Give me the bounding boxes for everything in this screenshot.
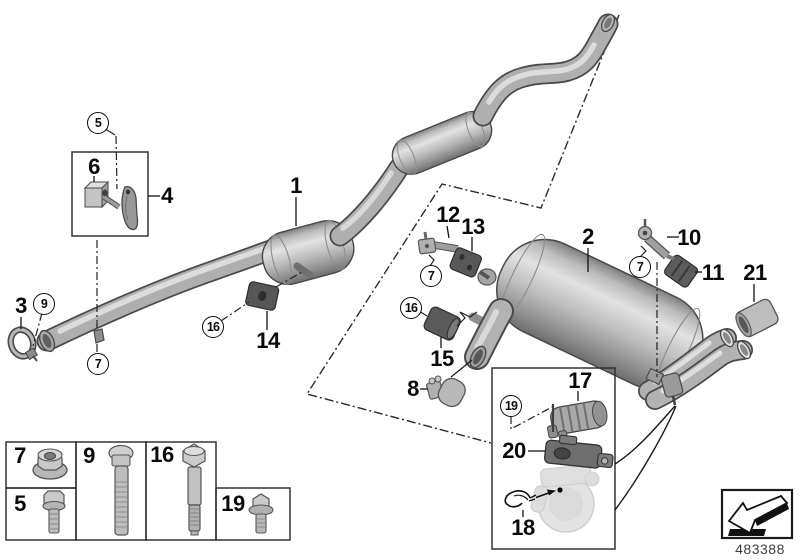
clip-pointer-line	[535, 491, 551, 499]
direction-arrow-box	[720, 488, 794, 540]
legend-label-7[interactable]: 7	[14, 443, 26, 468]
hanger-bracket-10	[637, 219, 675, 261]
clamp-bolt	[32, 355, 38, 362]
rubber-mount-13	[449, 247, 482, 278]
callout-21[interactable]: 21	[743, 260, 767, 285]
muffler-inlet-pipe	[464, 298, 514, 370]
legend-label-19[interactable]: 19	[221, 491, 245, 516]
clip-pointer-arrowhead	[547, 489, 556, 496]
actuator-17	[546, 400, 608, 439]
inset-leader-upper	[614, 405, 676, 465]
callout-20[interactable]: 20	[502, 438, 526, 463]
drawing-number: 483388	[735, 541, 785, 557]
callout-8[interactable]: 8	[407, 376, 419, 401]
muffler-mount-stub	[293, 262, 314, 279]
ghost-valve-assembly	[530, 464, 600, 533]
s-pipe-open-end	[600, 13, 616, 33]
bracket-20	[543, 434, 614, 469]
callout-2[interactable]: 2	[582, 224, 594, 249]
legend-label-16[interactable]: 16	[150, 442, 174, 467]
circled-callout-5[interactable]: 5	[87, 112, 109, 134]
callout-13[interactable]: 13	[461, 214, 485, 239]
callout-12[interactable]: 12	[436, 202, 460, 227]
clamp-mount-8	[426, 359, 473, 408]
circled-callout-7-mid[interactable]: 7	[420, 265, 442, 287]
circled-callout-19[interactable]: 19	[500, 395, 522, 417]
flap-actuator-on-muffler	[660, 372, 684, 406]
circled-callout-7-rear[interactable]: 7	[629, 256, 651, 278]
bracket-12	[417, 231, 467, 255]
leader-lines	[20, 176, 755, 517]
bolt-5-icon	[42, 490, 66, 534]
fastener-legend	[5, 441, 291, 541]
direction-arrow-icon	[727, 494, 789, 536]
callout-1[interactable]: 1	[290, 173, 302, 198]
mid-pipe	[329, 157, 410, 247]
callout-17[interactable]: 17	[568, 368, 592, 393]
bolt-16-icon	[182, 443, 206, 536]
bolt-19-icon	[248, 493, 274, 534]
mount-pin-13	[478, 270, 491, 280]
tailpipe-tip-21	[735, 298, 779, 338]
rubber-mount-15	[423, 306, 461, 341]
legend-label-5[interactable]: 5	[14, 491, 26, 516]
bolt-9-icon	[108, 444, 134, 536]
circled-callout-9[interactable]: 9	[33, 293, 55, 315]
rubber-block-6	[83, 180, 121, 210]
callout-6[interactable]: 6	[88, 154, 100, 179]
rubber-mount-14	[245, 281, 280, 311]
callout-11[interactable]: 11	[701, 260, 725, 285]
callout-4[interactable]: 4	[161, 183, 173, 208]
s-pipe	[472, 13, 619, 127]
circled-callout-16-rear[interactable]: 16	[400, 297, 422, 319]
rubber-mount-11	[663, 254, 699, 288]
inset-leader-lower	[614, 405, 677, 511]
callout-18[interactable]: 18	[511, 515, 535, 540]
callout-3[interactable]: 3	[15, 293, 27, 318]
retaining-clip-18	[504, 489, 537, 508]
valve-detail-box	[491, 367, 616, 550]
flange-nut-7-icon	[32, 448, 68, 480]
legend-label-9[interactable]: 9	[83, 443, 95, 468]
section-boundary-line	[305, 14, 620, 444]
front-pipe	[36, 237, 287, 353]
pipe-clamp	[7, 326, 37, 360]
attachment-point-dot	[557, 487, 563, 493]
callout-15[interactable]: 15	[430, 346, 454, 371]
circled-callout-7-front[interactable]: 7	[87, 353, 109, 375]
circled-callout-16-front[interactable]: 16	[202, 316, 224, 338]
front-pipe-open-end	[38, 329, 56, 353]
callout-14[interactable]: 14	[256, 328, 280, 353]
callout-10[interactable]: 10	[677, 225, 701, 250]
pipe-mount-tab	[93, 328, 105, 344]
hanger-bracket-4	[121, 185, 139, 231]
bracket-detail-box	[71, 151, 149, 237]
